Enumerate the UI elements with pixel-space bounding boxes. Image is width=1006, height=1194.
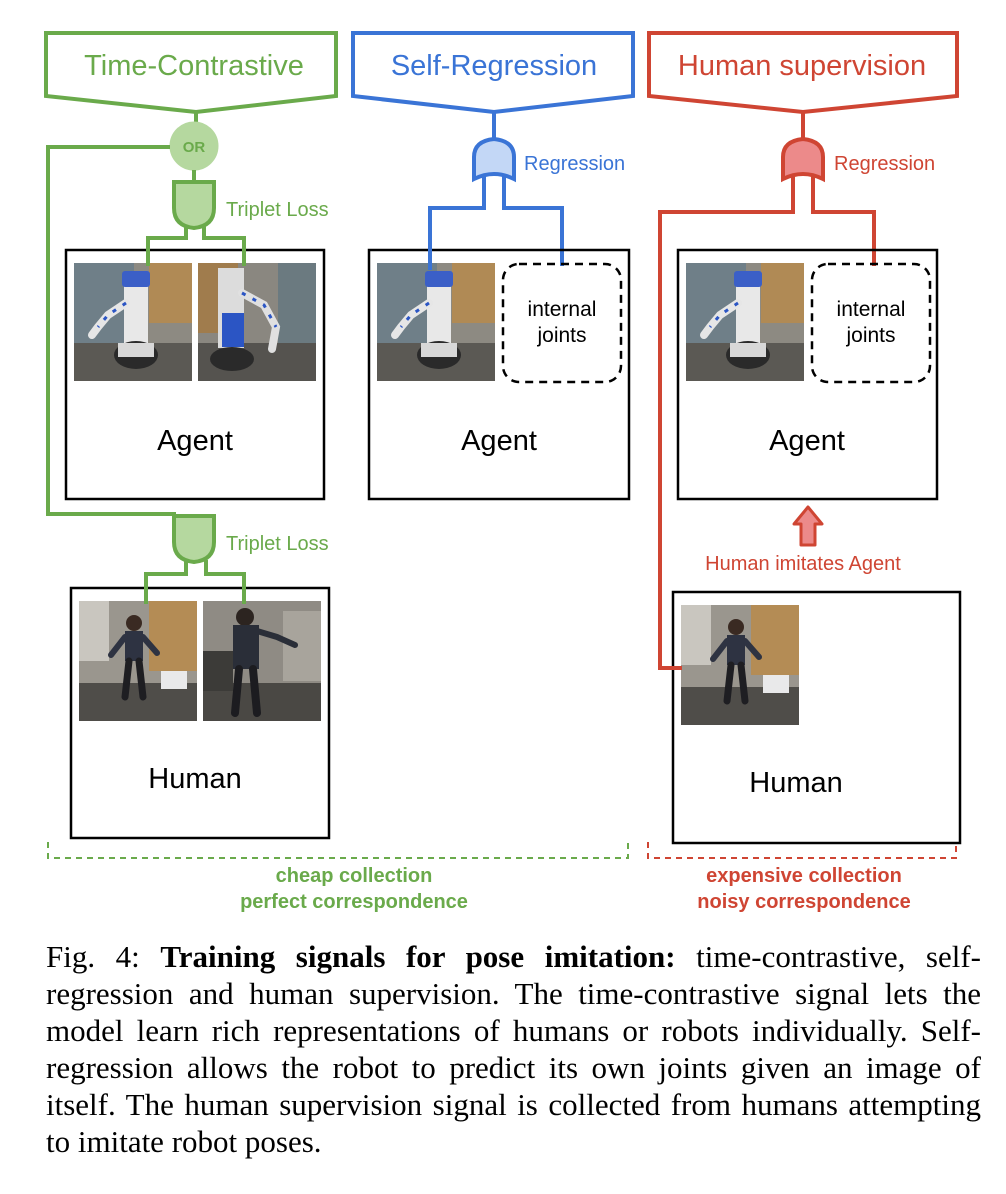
- time-contrastive-header: [44, 31, 338, 115]
- internal-joints-box-human: [810, 262, 932, 384]
- internal-joints-box-self: [501, 262, 623, 384]
- noisy-correspondence-label: noisy correspondence: [697, 891, 910, 913]
- robot-image-self: [377, 263, 495, 381]
- agent-label-time-contrastive: Agent: [157, 425, 233, 457]
- regression-gate-self: [472, 137, 516, 181]
- internal-joints-line1-self: internal: [528, 298, 597, 321]
- human-supervision-title: Human supervision: [678, 50, 926, 82]
- internal-joints-line2-human: joints: [845, 324, 895, 347]
- agent-box-human-supervision: [676, 248, 939, 501]
- training-signals-diagram: Time-Contrastive OR Triplet Loss Agent T…: [44, 31, 962, 913]
- triplet-loss-label-bottom: Triplet Loss: [226, 533, 329, 555]
- human-label-human-supervision: Human: [749, 767, 843, 799]
- robot-image-a: [74, 263, 192, 381]
- robot-image-human-supervision: [686, 263, 804, 381]
- human-supervision-column: Human supervision Regression internal jo…: [647, 31, 962, 845]
- human-box-time-contrastive: [69, 586, 331, 840]
- human-label-time-contrastive: Human: [148, 763, 242, 795]
- triplet-loss-label-top: Triplet Loss: [226, 199, 329, 221]
- agent-label-self-regression: Agent: [461, 425, 537, 457]
- up-arrow-icon: [792, 505, 824, 547]
- expensive-collection-label: expensive collection: [706, 865, 902, 887]
- regression-label-self: Regression: [524, 153, 625, 175]
- agent-label-human-supervision: Agent: [769, 425, 845, 457]
- internal-joints-line1-human: internal: [837, 298, 906, 321]
- perfect-correspondence-label: perfect correspondence: [240, 891, 468, 913]
- time-contrastive-title: Time-Contrastive: [84, 50, 304, 82]
- cheap-collection-label: cheap collection: [276, 865, 433, 887]
- caption-bold: Training signals for pose imitation:: [160, 939, 676, 974]
- human-image-a: [79, 601, 197, 721]
- expensive-bracket: [647, 842, 957, 859]
- robot-image-b: [198, 263, 316, 381]
- triplet-loss-gate-bottom: [172, 514, 216, 564]
- caption-prefix: Fig. 4:: [46, 939, 161, 974]
- self-regression-title: Self-Regression: [391, 50, 597, 82]
- self-regression-column: Self-Regression Regression internal join…: [351, 31, 635, 501]
- caption-body: time-contrastive, self-regression and hu…: [46, 939, 981, 1159]
- human-image-supervision: [681, 605, 799, 725]
- cheap-bracket: [47, 842, 629, 859]
- time-contrastive-column: Time-Contrastive OR Triplet Loss Agent T…: [44, 31, 338, 840]
- regression-gate-human: [781, 137, 825, 181]
- human-supervision-header: [647, 31, 959, 115]
- agent-box-time-contrastive: [64, 248, 326, 501]
- triplet-loss-gate-top: [172, 180, 216, 230]
- regression-label-human: Regression: [834, 153, 935, 175]
- or-label: OR: [183, 139, 206, 156]
- self-regression-header: [351, 31, 635, 115]
- internal-joints-line2-self: joints: [536, 324, 586, 347]
- human-imitates-agent-label: Human imitates Agent: [705, 553, 901, 575]
- agent-box-self-regression: [367, 248, 631, 501]
- figure-caption: Fig. 4: Training signals for pose imitat…: [46, 938, 981, 1160]
- human-box-human-supervision: [671, 590, 962, 845]
- human-image-b: [203, 601, 321, 721]
